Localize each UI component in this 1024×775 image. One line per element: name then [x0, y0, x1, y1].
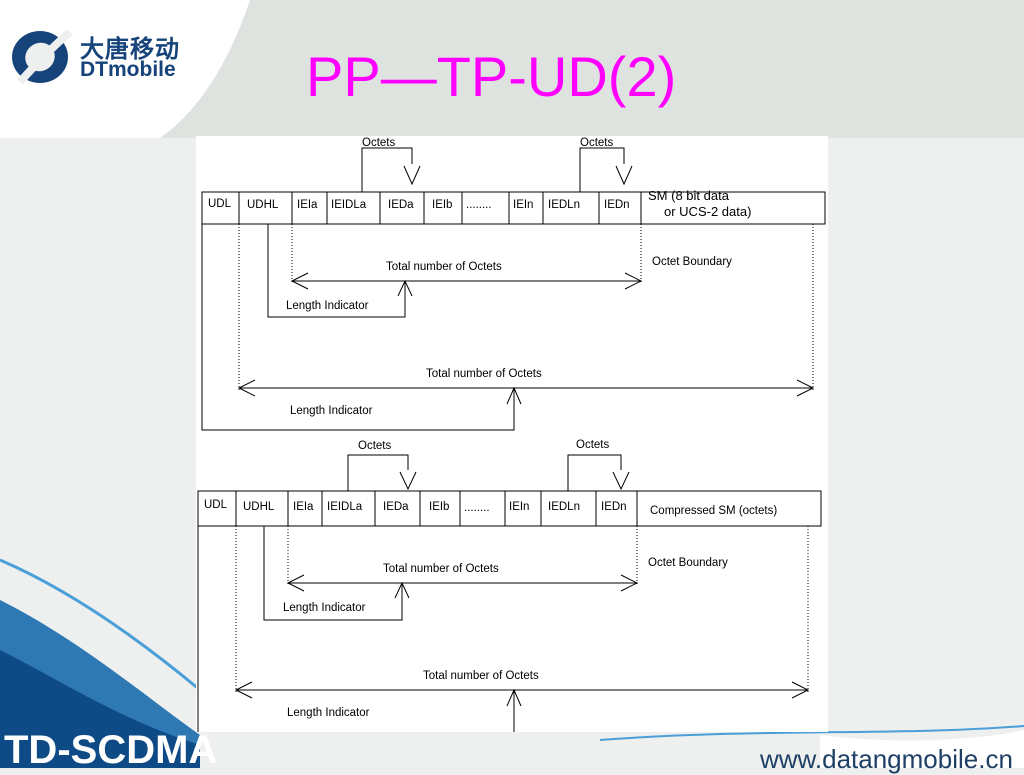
logo-english-text: DTmobile: [80, 58, 176, 82]
dtmobile-logo-icon: [12, 28, 73, 85]
bottom-field-ieda: IEDa: [383, 501, 409, 513]
top-sm-line2: or UCS-2 data): [664, 204, 751, 219]
top-field-ieib: IEIb: [432, 199, 452, 211]
top-outer-total: Total number of Octets: [426, 368, 542, 380]
bottom-inner-total: Total number of Octets: [383, 563, 499, 575]
bottom-outer-length: Length Indicator: [287, 707, 370, 719]
bottom-field-udl: UDL: [204, 499, 228, 511]
bottom-field-ieidla: IEIDLa: [327, 501, 363, 513]
logo-chinese-text: 大唐移动: [80, 35, 180, 63]
bottom-diagram-labels: UDL UDHL IEIa IEIDLa IEDa IEIb ........ …: [204, 439, 777, 719]
bottom-outer-total: Total number of Octets: [423, 670, 539, 682]
top-octets-right: Octets: [580, 137, 613, 149]
logo-mobile-text: mobile: [108, 58, 176, 81]
top-field-ieda: IEDa: [388, 199, 414, 211]
top-diagram-labels: UDL UDHL IEIa IEIDLa IEDa IEIb ........ …: [208, 137, 751, 417]
bottom-octets-right: Octets: [576, 439, 609, 451]
top-octets-left: Octets: [362, 137, 395, 149]
top-outer-length: Length Indicator: [290, 405, 373, 417]
bottom-field-ellipsis: ........: [464, 502, 490, 514]
bottom-inner-length: Length Indicator: [283, 602, 366, 614]
top-field-udl: UDL: [208, 198, 232, 210]
top-field-ellipsis: ........: [466, 199, 492, 211]
top-sm-line1: SM (8 bit data: [648, 188, 730, 203]
top-diagram: [201, 147, 826, 431]
footer-brand: TD-SCDMA: [4, 728, 218, 772]
bottom-octet-boundary: Octet Boundary: [648, 557, 728, 569]
bottom-field-ieia: IEIa: [293, 501, 314, 513]
top-field-udhl: UDHL: [247, 199, 279, 211]
top-field-iedn: IEDn: [604, 199, 630, 211]
bottom-field-iein: IEIn: [509, 501, 529, 513]
top-inner-length: Length Indicator: [286, 300, 369, 312]
bottom-field-udhl: UDHL: [243, 501, 275, 513]
page-title: PP—TP-UD(2): [306, 45, 677, 108]
bottom-diagram: [197, 454, 822, 732]
top-inner-total: Total number of Octets: [386, 261, 502, 273]
bottom-field-iedln: IEDLn: [548, 501, 580, 513]
footer-url: www.datangmobile.cn: [760, 744, 1013, 774]
bottom-sm-label: Compressed SM (octets): [650, 505, 777, 517]
bottom-octets-left: Octets: [358, 440, 391, 452]
top-field-ieia: IEIa: [297, 199, 318, 211]
top-field-iedln: IEDLn: [548, 199, 580, 211]
top-octet-boundary: Octet Boundary: [652, 256, 732, 268]
logo-dt-text: DT: [80, 58, 108, 81]
bottom-field-iedn: IEDn: [601, 501, 627, 513]
top-field-iein: IEIn: [513, 199, 533, 211]
top-field-ieidla: IEIDLa: [331, 199, 367, 211]
tp-ud-diagram: UDL UDHL IEIa IEIDLa IEDa IEIb ........ …: [196, 136, 828, 732]
bottom-field-ieib: IEIb: [429, 501, 449, 513]
